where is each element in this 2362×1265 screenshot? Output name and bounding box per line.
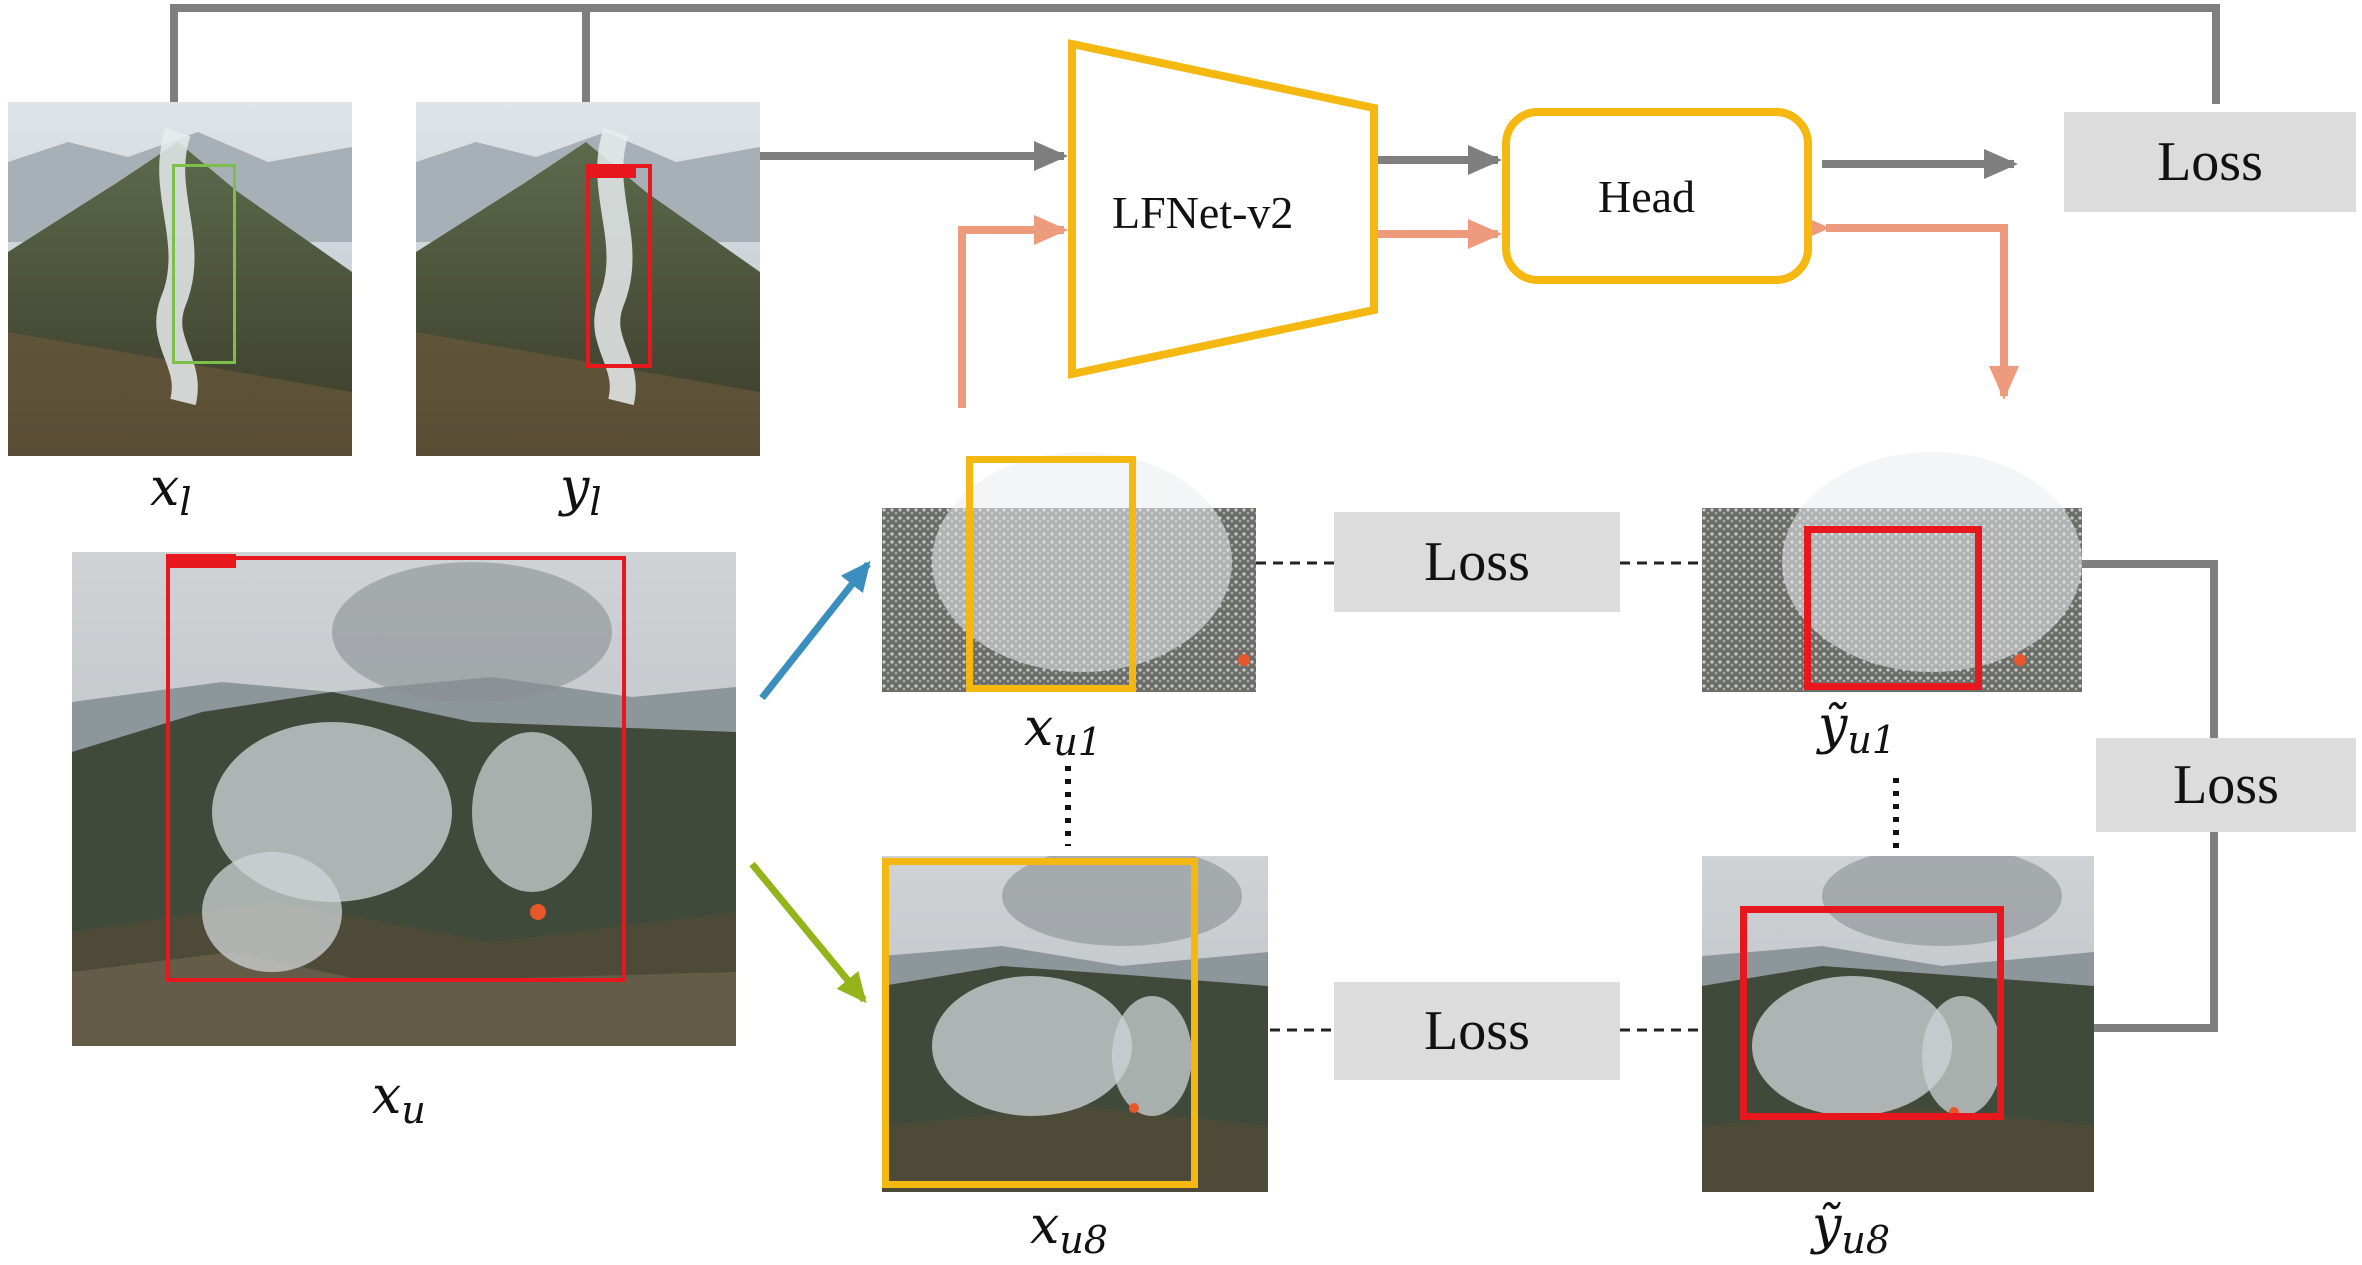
backbone-trapezoid: [1068, 39, 1378, 379]
arrow-xu1-to-backbone: [958, 215, 1068, 408]
bbox-green-x-l: [172, 164, 236, 364]
image-x-l: [8, 102, 352, 456]
arrow-xu-to-xu1: [759, 560, 871, 701]
bbox-tag-y-l: [586, 164, 636, 178]
head-box: [1502, 108, 1812, 284]
bbox-red-y-u8: [1740, 906, 2004, 1120]
bbox-red-x-u: [166, 556, 626, 982]
image-y-u1: [1702, 412, 2082, 692]
label-y-u1: ỹu1: [1818, 696, 1897, 762]
loss-box-right: Loss: [2096, 738, 2356, 832]
arrow-head-salmon-bidirectional: [1796, 213, 2019, 400]
bbox-red-y-l: [586, 164, 652, 368]
image-x-u: [72, 552, 736, 1046]
label-y-l: yl: [560, 458, 602, 524]
bbox-yellow-x-u1: [966, 456, 1136, 692]
label-x-u8: xu8: [1030, 1196, 1108, 1262]
bbox-yellow-x-u8: [882, 858, 1198, 1188]
image-x-u8: [882, 856, 1268, 1192]
bbox-tag-x-u: [166, 554, 236, 568]
label-y-u8: ỹu8: [1812, 1196, 1891, 1262]
label-x-u: xu: [372, 1066, 426, 1132]
label-x-l: xl: [150, 458, 192, 524]
loss-box-top: Loss: [2064, 112, 2356, 212]
loss-box-mid-lower: Loss: [1334, 982, 1620, 1080]
image-y-l: [416, 102, 760, 456]
backbone-label: LFNet-v2: [1112, 187, 1293, 238]
head-label: Head: [1598, 171, 1695, 222]
image-y-u8: [1702, 856, 2094, 1192]
arrow-xu-to-xu8: [749, 861, 867, 1004]
image-x-u1: [882, 412, 1256, 692]
bbox-red-y-u1: [1804, 526, 1982, 690]
top-bracket-line: [170, 4, 2220, 104]
loss-box-mid-upper: Loss: [1334, 512, 1620, 612]
label-x-u1: xu1: [1024, 698, 1102, 764]
